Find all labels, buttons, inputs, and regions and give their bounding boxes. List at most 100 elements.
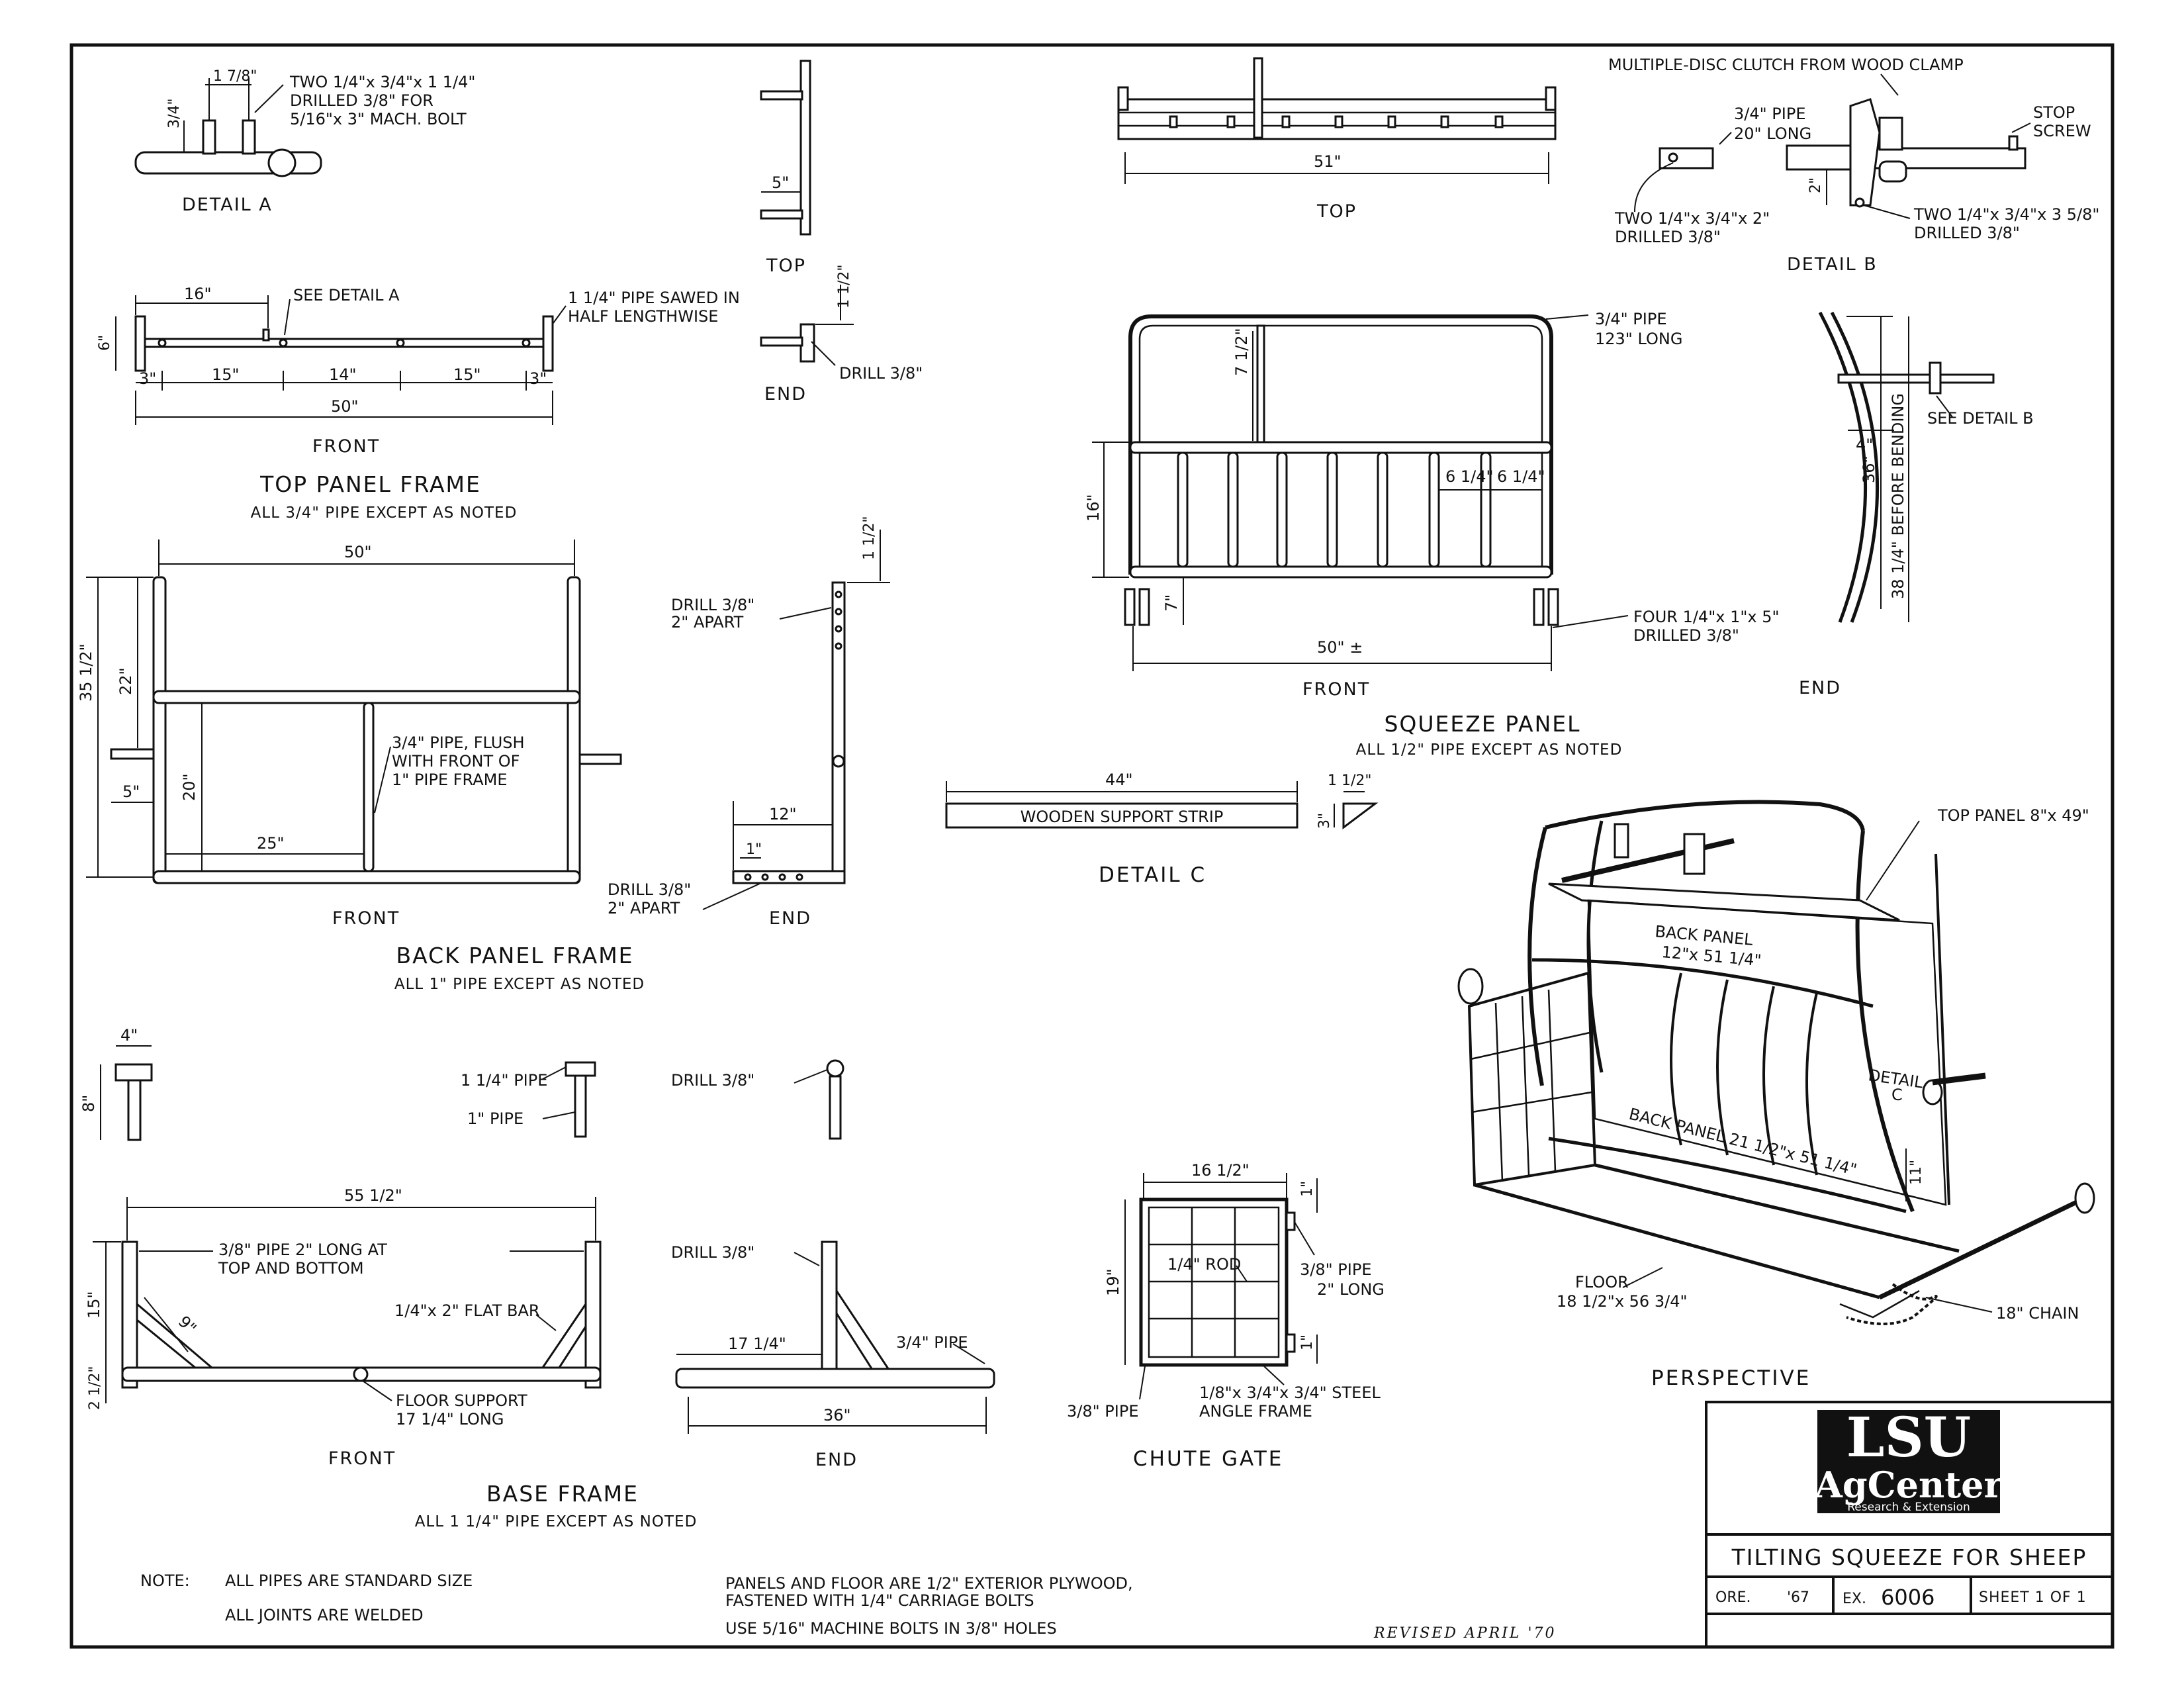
bpf-drill-bot-1: DRILL 3/8" xyxy=(608,880,691,899)
pers-detail-c2: C xyxy=(1891,1086,1903,1104)
sp-dim-6q-b: 6 1/4" xyxy=(1497,467,1545,486)
cg-dim-16half: 16 1/2" xyxy=(1191,1161,1250,1180)
detail-b-two-b1: TWO 1/4"x 3/4"x 3 5/8" xyxy=(1913,205,2099,224)
bf-drill-a: DRILL 3/8" xyxy=(671,1071,754,1090)
sp-four-2: DRILLED 3/8" xyxy=(1633,626,1739,645)
cg-pipe38-2: 2" LONG xyxy=(1317,1280,1385,1299)
logo-top: LSU xyxy=(1846,1406,1971,1470)
tpf-dim-15b: 15" xyxy=(453,365,481,384)
detail-a-note-3: 5/16"x 3" MACH. BOLT xyxy=(290,110,467,128)
pers-chain: 18" CHAIN xyxy=(1996,1304,2079,1323)
sp-pipe-1: 3/4" PIPE xyxy=(1595,310,1666,328)
sp-dim-38: 38 1/4" BEFORE BENDING xyxy=(1889,393,1907,599)
detail-c-dim-3: 3" xyxy=(1316,813,1333,829)
bpf-dim-1: 1" xyxy=(746,841,762,858)
notes: NOTE: ALL PIPES ARE STANDARD SIZE ALL JO… xyxy=(140,1571,1557,1642)
chute-gate: 16 1/2" 19" 1/4" ROD 1" 3/8" PIPE 2" LON… xyxy=(1067,1161,1385,1471)
detail-c-dim-1half: 1 1/2" xyxy=(1328,773,1372,789)
bf-pipe38-1: 3/8" PIPE 2" LONG AT xyxy=(218,1241,387,1259)
detail-a-lug-left xyxy=(202,119,216,155)
note-bolts: USE 5/16" MACHINE BOLTS IN 3/8" HOLES xyxy=(725,1619,1057,1638)
title-year: '67 xyxy=(1787,1589,1809,1606)
tpf-dim-6: 6" xyxy=(97,335,113,351)
bpf-dim-50: 50" xyxy=(344,543,372,561)
detail-c-strip xyxy=(945,802,1298,829)
logo-mid: AgCenter xyxy=(1814,1464,2003,1506)
detail-a-title: DETAIL A xyxy=(182,195,273,215)
detail-b-two-a1: TWO 1/4"x 3/4"x 2" xyxy=(1614,209,1770,228)
base-frame: 4" 8" 1 1/4" PIPE 1" PIPE DRILL 3/8" 55 … xyxy=(79,1026,995,1530)
tpf-dim-3a: 3" xyxy=(139,369,156,388)
detail-a-note-1: TWO 1/4"x 3/4"x 1 1/4" xyxy=(289,73,475,91)
detail-b-two-b2: DRILLED 3/8" xyxy=(1914,224,2020,242)
sp-four-1: FOUR 1/4"x 1"x 5" xyxy=(1633,608,1780,626)
pers-floor-2: 18 1/2"x 56 3/4" xyxy=(1557,1292,1688,1311)
title-ex-label: EX. xyxy=(1843,1591,1866,1607)
pers-top-panel: TOP PANEL 8"x 49" xyxy=(1937,806,2089,825)
perspective: TOP PANEL 8"x 49" BACK PANEL 12"x 51 1/4… xyxy=(1457,800,2095,1390)
tpf-end-label: END xyxy=(764,384,807,404)
back-panel-frame: 50" 35 1/2" 22" 20" 25" 5" 3/4" PIPE, FL… xyxy=(77,516,890,993)
tpf-dim-1half: 1 1/2" xyxy=(836,264,852,308)
detail-b-pipe-1: 3/4" PIPE xyxy=(1734,105,1805,123)
detail-c-dim-44: 44" xyxy=(1105,771,1133,789)
sp-front-label: FRONT xyxy=(1302,679,1370,700)
tpf-see-detail-a: SEE DETAIL A xyxy=(293,286,400,305)
bpf-drill-top-2: 2" APART xyxy=(671,613,744,632)
pers-dim-11: 11" xyxy=(1908,1160,1925,1185)
cg-dim-1b: 1" xyxy=(1299,1335,1316,1350)
sp-dim-36: 36" xyxy=(1860,455,1878,483)
bf-dim-9: 9" xyxy=(175,1312,200,1337)
detail-a-dim-spacing: 1 7/8" xyxy=(213,68,257,85)
tpf-dim-5: 5" xyxy=(772,173,789,192)
sp-dim-16: 16" xyxy=(1084,494,1103,522)
detail-c-title: DETAIL C xyxy=(1099,863,1206,887)
logo-bottom: Research & Extension xyxy=(1847,1501,1970,1514)
bpf-pipe-note-2: WITH FRONT OF xyxy=(392,752,520,771)
cg-pipe38-1: 3/8" PIPE xyxy=(1300,1260,1371,1279)
sp-dim-50pm: 50" ± xyxy=(1317,638,1363,657)
tpf-dim-15a: 15" xyxy=(212,365,240,384)
cg-title: CHUTE GATE xyxy=(1133,1447,1283,1471)
sp-subtitle: ALL 1/2" PIPE EXCEPT AS NOTED xyxy=(1356,741,1623,759)
title-orig: ORE. xyxy=(1715,1589,1751,1606)
sp-end-label: END xyxy=(1799,678,1841,698)
detail-b-dim-2: 2" xyxy=(1807,177,1824,193)
cg-angle-2: ANGLE FRAME xyxy=(1199,1402,1312,1421)
lsu-logo xyxy=(1817,1410,2000,1513)
note-2: ALL JOINTS ARE WELDED xyxy=(225,1606,424,1624)
note-panels-2: FASTENED WITH 1/4" CARRIAGE BOLTS xyxy=(725,1591,1034,1610)
bpf-pipe-note-1: 3/4" PIPE, FLUSH xyxy=(392,733,525,752)
title-ex-number: 6006 xyxy=(1881,1585,1934,1610)
note-1: ALL PIPES ARE STANDARD SIZE xyxy=(225,1571,473,1590)
bf-dim-17q: 17 1/4" xyxy=(728,1335,786,1353)
tpf-dim-16: 16" xyxy=(184,285,212,303)
bpf-dim-5: 5" xyxy=(122,782,140,801)
detail-a-lug-right xyxy=(242,119,256,155)
bf-pipe-34: 3/4" PIPE xyxy=(896,1333,968,1352)
pers-back-panel-2: BACK PANEL 21 1/2"x 51 1/4" xyxy=(1627,1105,1859,1180)
bf-front-label: FRONT xyxy=(328,1448,396,1469)
sp-dim-51: 51" xyxy=(1314,152,1342,171)
pers-floor-1: FLOOR xyxy=(1575,1273,1629,1291)
bf-pipe-114: 1 1/4" PIPE xyxy=(461,1071,547,1090)
pers-title: PERSPECTIVE xyxy=(1651,1366,1811,1390)
note-panels-1: PANELS AND FLOOR ARE 1/2" EXTERIOR PLYWO… xyxy=(725,1574,1133,1593)
bpf-title: BACK PANEL FRAME xyxy=(396,943,633,968)
note-revised: REVISED APRIL '70 xyxy=(1373,1625,1557,1642)
note-label: NOTE: xyxy=(140,1571,190,1590)
bf-dim-36: 36" xyxy=(823,1406,851,1425)
bpf-end-label: END xyxy=(769,908,811,929)
detail-a-pipe-end xyxy=(267,148,296,177)
cg-rod: 1/4" ROD xyxy=(1167,1255,1241,1274)
drawing-title: TILTING SQUEEZE FOR SHEEP xyxy=(1731,1544,2087,1570)
sp-dim-7: 7" xyxy=(1162,594,1181,612)
bpf-dim-25: 25" xyxy=(257,834,285,853)
detail-b-stop-1: STOP xyxy=(2033,103,2075,122)
tpf-subtitle: ALL 3/4" PIPE EXCEPT AS NOTED xyxy=(251,504,518,522)
title-sheet: SHEET 1 OF 1 xyxy=(1979,1589,2087,1606)
cg-dim-19: 19" xyxy=(1104,1268,1122,1296)
tpf-pipe-note-2: HALF LENGTHWISE xyxy=(568,307,718,326)
bf-pipe38-2: TOP AND BOTTOM xyxy=(218,1259,364,1278)
detail-c: 44" WOODEN SUPPORT STRIP 1 1/2" 3" DETAI… xyxy=(945,771,1379,887)
